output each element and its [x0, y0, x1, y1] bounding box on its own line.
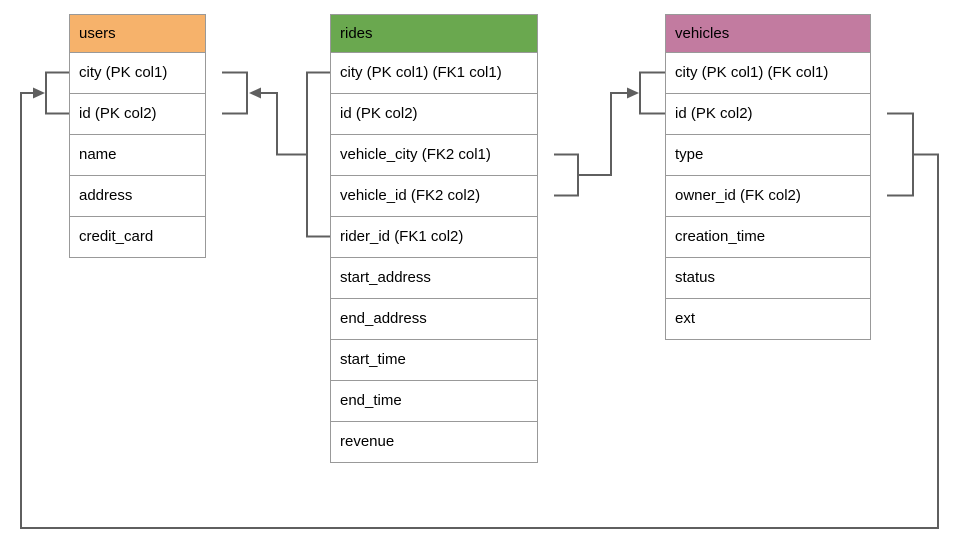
- rides-to-vehicles-line: [578, 92, 628, 176]
- table-users: users city (PK col1) id (PK col2) name a…: [69, 14, 206, 258]
- table-users-row-name: name: [70, 135, 205, 176]
- vehicles-left-bracket: [639, 71, 665, 115]
- connector-rides-to-vehicles: [554, 71, 665, 197]
- table-vehicles-row-ext: ext: [675, 310, 696, 327]
- rides-right-bracket: [554, 153, 579, 197]
- table-rides-row-vehicle-city: vehicle_city (FK2 col1): [331, 135, 537, 176]
- table-rides-row-id: id (PK col2): [331, 94, 537, 135]
- table-users-header: users: [70, 15, 205, 53]
- table-vehicles-row-type: type: [666, 135, 870, 176]
- table-rides-header: rides: [331, 15, 537, 53]
- table-vehicles-row-city: city (PK col1) (FK col1): [666, 53, 870, 94]
- table-rides-row-start-address: start_address: [331, 258, 537, 299]
- arrowhead-left-icon: [249, 87, 261, 99]
- table-vehicles-row-status: status: [666, 258, 870, 299]
- table-users-row-city: city (PK col1): [70, 53, 205, 94]
- table-users-row-id: id (PK col2): [70, 94, 205, 135]
- users-left-bracket: [45, 71, 69, 115]
- rides-left-bracket: [306, 71, 330, 238]
- table-rides-row-revenue: revenue: [340, 433, 395, 450]
- users-right-bracket: [222, 71, 248, 115]
- table-vehicles-row-creation-time: creation_time: [666, 217, 870, 258]
- arrowhead-right-icon: [33, 87, 45, 99]
- table-vehicles-row-owner-id: owner_id (FK col2): [666, 176, 870, 217]
- table-users-row-address: address: [70, 176, 205, 217]
- rides-to-users-line: [260, 92, 307, 156]
- vehicles-right-bracket: [887, 112, 914, 197]
- table-rides: rides city (PK col1) (FK1 col1) id (PK c…: [330, 14, 538, 463]
- table-rides-row-rider-id: rider_id (FK1 col2): [331, 217, 537, 258]
- table-users-row-credit-card: credit_card: [79, 228, 154, 245]
- connector-rides-to-users: [222, 71, 330, 238]
- table-vehicles-header: vehicles: [666, 15, 870, 53]
- table-rides-row-end-address: end_address: [331, 299, 537, 340]
- table-rides-row-start-time: start_time: [331, 340, 537, 381]
- table-rides-row-end-time: end_time: [331, 381, 537, 422]
- table-vehicles: vehicles city (PK col1) (FK col1) id (PK…: [665, 14, 871, 340]
- table-vehicles-row-id: id (PK col2): [666, 94, 870, 135]
- arrowhead-right-icon: [627, 87, 639, 99]
- table-rides-row-city: city (PK col1) (FK1 col1): [331, 53, 537, 94]
- table-rides-row-vehicle-id: vehicle_id (FK2 col2): [331, 176, 537, 217]
